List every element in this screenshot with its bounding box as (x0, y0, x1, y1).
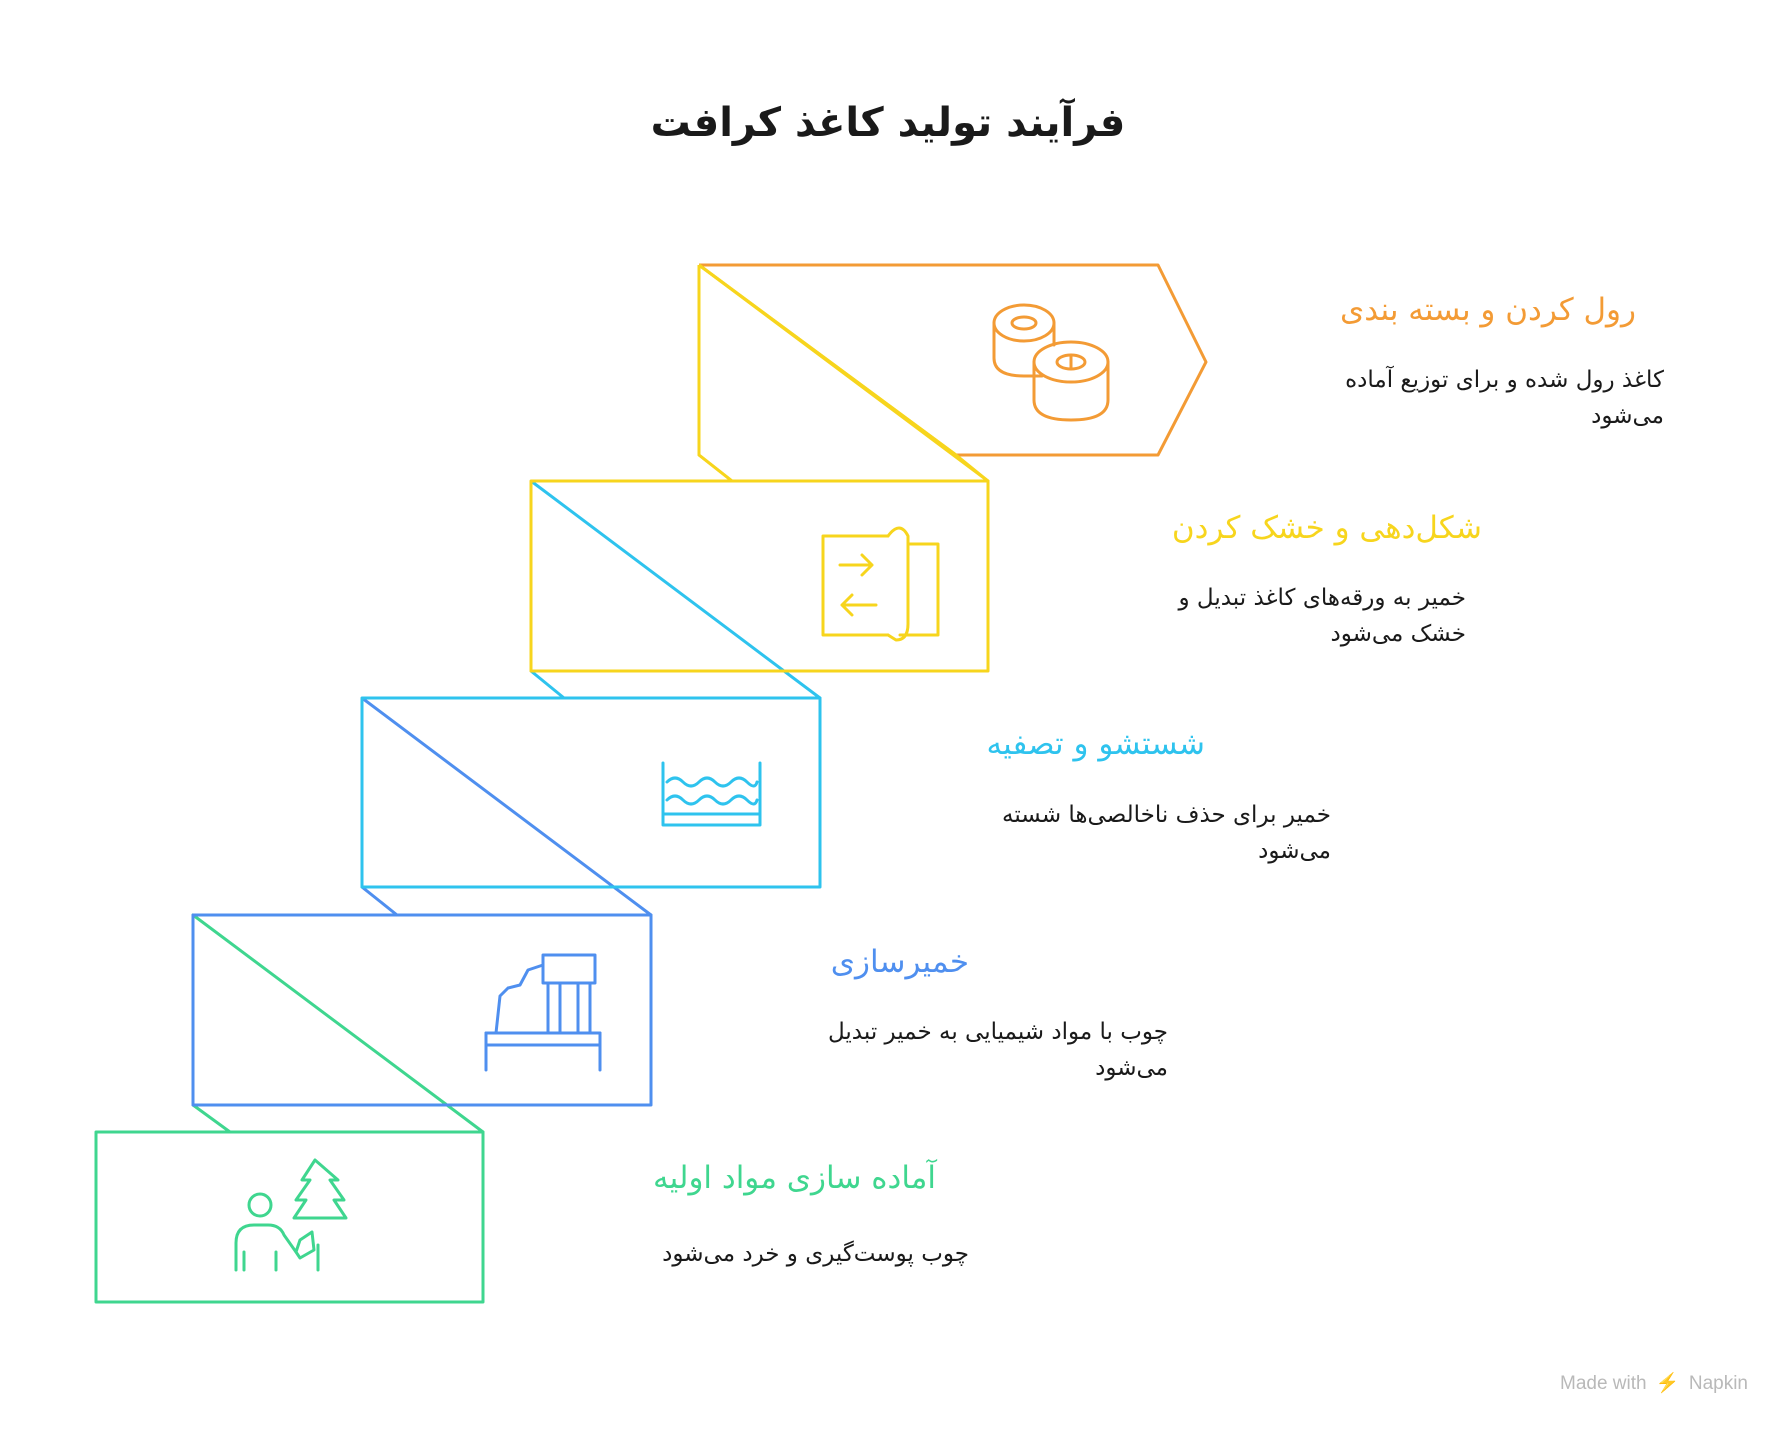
step-5-fold-top (698, 263, 957, 457)
step-4-description: خمیر به ورقه‌های کاغذ تبدیل و خشک می‌شود (1178, 585, 1466, 647)
step-3-box (360, 696, 822, 889)
step-2-fold (360, 696, 653, 917)
water-waves-icon (661, 761, 762, 827)
step-1-fold (191, 913, 485, 1134)
napkin-brand-label: Napkin (1688, 1373, 1748, 1394)
step-2-title: خمیرسازی (830, 944, 969, 980)
step-3-fold (529, 479, 822, 700)
paper-sheet-arrows-icon (821, 526, 940, 642)
paper-rolls-icon (992, 303, 1110, 422)
step-1-box (94, 1130, 485, 1304)
made-with-napkin-footer: Made with ⚡ Napkin (1560, 1371, 1748, 1395)
made-with-label: Made with (1560, 1373, 1647, 1394)
step-4-title: شکل‌دهی و خشک کردن (1171, 510, 1482, 546)
step-4-box (529, 479, 990, 673)
step-5-title: رول کردن و بسته بندی (1339, 292, 1636, 328)
step-5-panel (697, 263, 1208, 483)
step-5-box (699, 263, 1208, 457)
step-3-description: خمیر برای حذف ناخالصی‌ها شسته می‌شود (1002, 802, 1331, 864)
step-1-description: چوب پوست‌گیری و خرد می‌شود (662, 1241, 969, 1267)
step-3-title: شستشو و تصفیه (986, 726, 1206, 762)
step-4-panel (529, 263, 990, 673)
step-2-description: چوب با مواد شیمیایی به خمیر تبدیل می‌شود (827, 1019, 1168, 1081)
napkin-logo-icon: ⚡ (1655, 1373, 1680, 1394)
page-title: فرآیند تولید کاغذ کرافت (650, 100, 1126, 146)
person-with-tree-icon (234, 1158, 348, 1272)
step-2-box (191, 913, 653, 1107)
pulp-machine-icon (484, 953, 602, 1072)
step-5-description: کاغذ رول شده و برای توزیع آماده می‌شود (1345, 367, 1664, 429)
step-1-title: آماده سازی مواد اولیه (653, 1160, 936, 1196)
